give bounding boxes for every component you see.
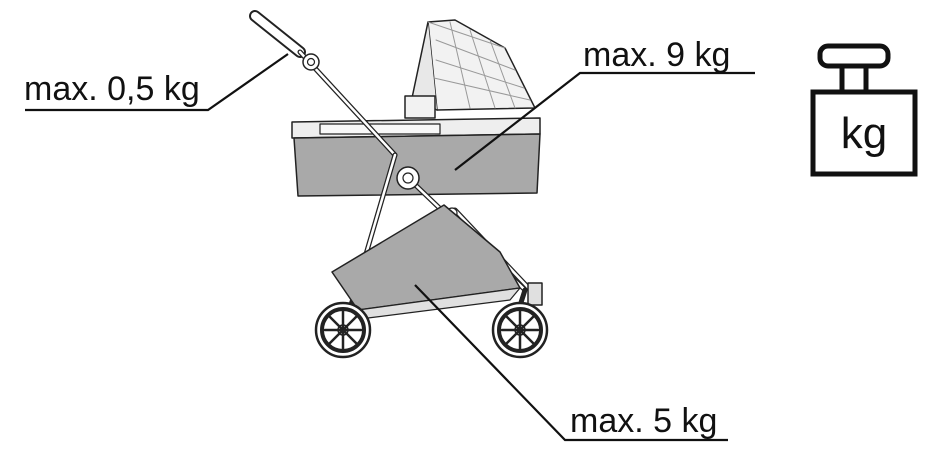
carrycot	[291, 117, 541, 197]
leader-basket	[414, 284, 728, 442]
weight-icon: kg	[810, 43, 918, 177]
leader-lines	[25, 53, 755, 442]
basket	[331, 204, 521, 319]
stroller-illustration	[249, 10, 549, 359]
handle-load-label: max. 0,5 kg	[24, 70, 200, 108]
front-wheel	[491, 301, 549, 359]
canopy	[404, 19, 536, 119]
carrycot-load-label: max. 9 kg	[583, 36, 730, 74]
weight-icon-label: kg	[841, 109, 887, 158]
handlebar	[249, 10, 398, 158]
leader-handle	[25, 53, 289, 112]
leader-carrycot	[454, 71, 755, 171]
rear-wheel	[314, 301, 372, 359]
basket-load-label: max. 5 kg	[570, 402, 717, 440]
